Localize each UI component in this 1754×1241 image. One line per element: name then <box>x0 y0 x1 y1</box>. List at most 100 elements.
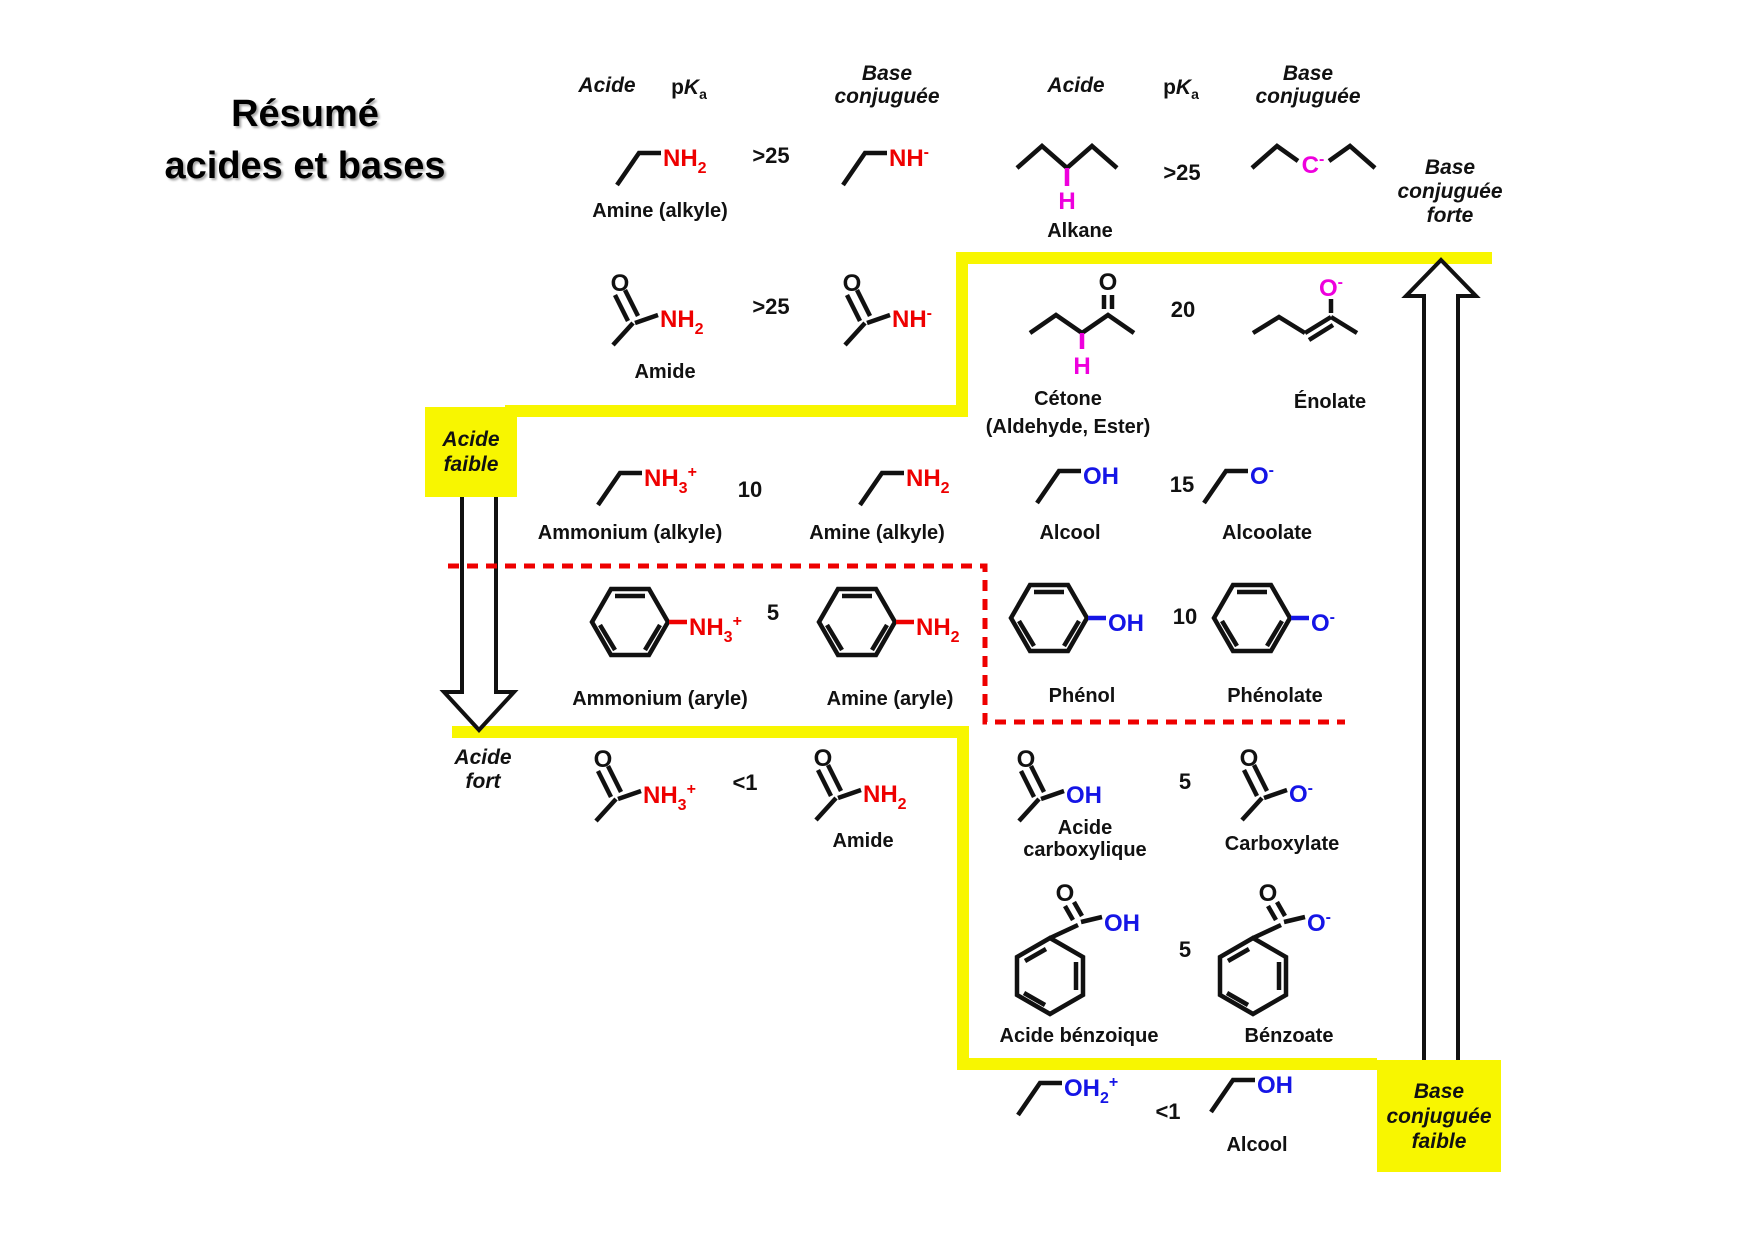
structure-phenol: OH <box>1001 573 1201 663</box>
bond-skeleton <box>1247 269 1362 359</box>
structure-alkyl-amine: NH2 <box>852 453 1012 513</box>
hydroxyl-group-label: OH <box>1104 910 1140 937</box>
structure-anilinium: NH3+ <box>582 577 782 667</box>
label-alcool: Alcool <box>1039 522 1101 544</box>
yellow-divider-lower-vertical <box>957 726 969 1070</box>
carbanion-group-label: C- <box>1301 151 1325 179</box>
amide-anion-group-label: NH- <box>889 144 929 172</box>
label-amine-aryle: Amine (aryle) <box>826 688 954 710</box>
ammonium-group-label: NH3+ <box>643 781 696 814</box>
structure-protonated-alcohol: OH2+ <box>1010 1063 1170 1123</box>
page-title-line-2: acides et bases <box>164 145 446 187</box>
amino-group-label: NH2 <box>663 145 707 177</box>
yellow-divider-upper-vertical <box>956 252 968 417</box>
label-ketone: Cétone <box>1034 388 1102 410</box>
bond-skeleton <box>1024 269 1139 359</box>
pka-value-carboxylique: 5 <box>1178 769 1192 794</box>
structure-benzoate: O O- <box>1198 876 1378 1026</box>
structure-protonated-amide: O NH3+ <box>583 745 743 835</box>
pka-value-phenol: 10 <box>1172 604 1198 629</box>
amino-group-label: NH2 <box>906 465 950 497</box>
carboxylate-group-label: O- <box>1289 780 1313 808</box>
header-left-acid: Acide <box>578 74 636 97</box>
hydroxyl-group-label: OH <box>1066 782 1102 809</box>
pka-value-amide: >25 <box>752 294 790 319</box>
label-amide-base: Amide <box>832 830 894 852</box>
pka-value-benzoique: 5 <box>1178 937 1192 962</box>
bond-skeleton <box>835 133 895 193</box>
ammonium-group-label: NH3+ <box>644 464 697 497</box>
structure-alkoxide: O- <box>1196 451 1356 511</box>
carbonyl-o-label: O <box>1239 745 1259 772</box>
label-phenol: Phénol <box>1048 685 1116 707</box>
amidate-nh-label: NH- <box>892 305 932 333</box>
ammonium-group-label: NH3+ <box>689 613 742 646</box>
label-enolate: Énolate <box>1293 391 1367 413</box>
bond-skeleton <box>590 453 650 513</box>
pka-value-alcool: 15 <box>1169 472 1195 497</box>
carbonyl-o-label: O <box>1258 880 1278 907</box>
structure-ethylamine: NH2 <box>609 133 759 193</box>
carbonyl-o-label: O <box>593 746 613 773</box>
carboxylate-group-label: O- <box>1307 909 1331 937</box>
pka-value-ketone: 20 <box>1170 297 1196 322</box>
structure-aniline: NH2 <box>809 577 1009 667</box>
yellow-divider-lower-left <box>452 726 969 738</box>
amide-nh2-label: NH2 <box>863 781 907 813</box>
down-arrow <box>439 490 519 733</box>
label-ammonium-alkyle: Ammonium (alkyle) <box>537 522 723 544</box>
bond-skeleton <box>1203 1060 1263 1120</box>
structure-amidate: O NH- <box>832 269 992 359</box>
acidic-h-label: H <box>1058 188 1076 215</box>
carbonyl-o-label: O <box>813 745 833 772</box>
label-acide-benzoique: Acide bénzoique <box>999 1025 1159 1047</box>
label-amine-alkyle: Amine (alkyle) <box>592 200 728 222</box>
pka-value-alkane: >25 <box>1163 160 1201 185</box>
yellow-divider-upper-right <box>956 252 1492 264</box>
label-phenolate: Phénolate <box>1227 685 1323 707</box>
structure-alkyl-ammonium: NH3+ <box>590 453 750 513</box>
yellow-divider-lower-right <box>957 1058 1377 1070</box>
structure-alcohol: OH <box>1029 451 1189 511</box>
label-ammonium-aryle: Ammonium (aryle) <box>572 688 748 710</box>
structure-carboxylic-acid: O OH <box>1006 745 1166 835</box>
header-right-acid: Acide <box>1047 74 1105 97</box>
structure-acetamide: O NH2 <box>600 269 760 359</box>
page-title-line-1: Résumé <box>231 93 379 135</box>
label-carboxylate: Carboxylate <box>1224 833 1340 855</box>
acidic-h-label: H <box>1073 353 1091 380</box>
bond-skeleton <box>1010 1063 1070 1123</box>
structure-phenolate: O- <box>1204 573 1404 663</box>
bond-skeleton <box>1029 451 1089 511</box>
carbonyl-o-label: O <box>1055 880 1075 907</box>
pka-value-amine: >25 <box>752 143 790 168</box>
phenolate-group-label: O- <box>1311 609 1335 637</box>
label-benzoate: Bénzoate <box>1244 1025 1334 1047</box>
structure-benzoic-acid: O OH <box>995 876 1175 1026</box>
carbonyl-o-label: O <box>610 270 630 297</box>
label-alcool-base: Alcool <box>1226 1134 1288 1156</box>
hydroxyl-group-label: OH <box>1108 610 1144 637</box>
alkoxide-group-label: O- <box>1250 462 1274 490</box>
pka-value-ammonium-aryle: 5 <box>766 600 780 625</box>
amino-group-label: NH2 <box>916 614 960 646</box>
carbonyl-o-label: O <box>1016 746 1036 773</box>
carbonyl-o-label: O <box>1098 269 1118 296</box>
pka-value-ammonium-alkyle: 10 <box>737 477 763 502</box>
structure-amide-neutral: O NH2 <box>803 744 963 834</box>
header-left-pka: pKa <box>671 76 707 102</box>
carbonyl-o-label: O <box>842 270 862 297</box>
label-alcoolate: Alcoolate <box>1221 522 1313 544</box>
yellow-divider-upper-left <box>505 405 968 417</box>
structure-carbanion: C- <box>1246 130 1381 185</box>
hydroxyl-group-label: OH <box>1257 1072 1293 1099</box>
oxonium-group-label: OH2+ <box>1064 1074 1119 1107</box>
enolate-o-label: O- <box>1319 274 1343 302</box>
